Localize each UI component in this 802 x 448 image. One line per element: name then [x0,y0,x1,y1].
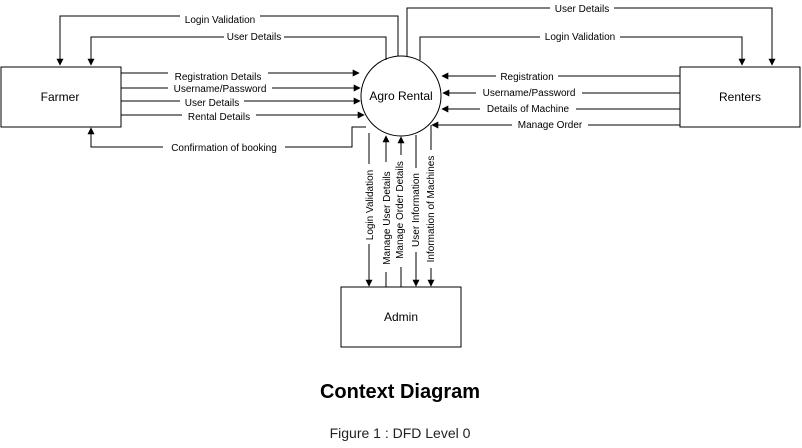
flow-farmer-user-details-in: User Details [121,97,361,109]
farmer-label: Farmer [41,90,80,104]
diagram-title: Context Diagram [320,381,480,403]
flow-label: Manage User Details [382,171,393,264]
flow-admin-login-validation: Login Validation [364,133,376,287]
flow-admin-machine-info: Information of Machines [425,125,437,287]
flow-label: User Details [185,98,239,109]
flow-label: Login Validation [365,170,376,240]
renters-label: Renters [719,90,761,104]
flow-farmer-login-validation: Login Validation [56,13,399,66]
flow-renters-machine-details: Details of Machine [441,103,680,115]
flow-farmer-user-details-out: User Details [87,30,387,66]
flow-label: Information of Machines [426,156,437,263]
flow-label: Manage Order [518,120,583,131]
flow-label: User Details [555,4,609,15]
flow-label: Login Validation [545,32,615,43]
flow-label: Registration [500,72,553,83]
admin-label: Admin [384,310,418,324]
flow-label: Login Validation [185,15,255,26]
figure-caption: Figure 1 : DFD Level 0 [330,425,471,441]
flow-label: Manage Order Details [395,161,406,259]
flow-renters-user-details-out: User Details [406,2,776,66]
flow-admin-manage-user: Manage User Details [381,135,393,287]
flow-renters-login-validation: Login Validation [419,30,746,66]
flow-label: Rental Details [188,112,250,123]
farmer-entity: Farmer [0,66,122,128]
admin-entity: Admin [340,286,462,348]
flow-admin-user-info: User Information [410,135,422,287]
flow-label: Registration Details [175,72,262,83]
flow-farmer-confirmation: Confirmation of booking [87,126,366,154]
flow-renters-manage-order: Manage Order [431,119,680,131]
flow-label: Confirmation of booking [171,143,277,154]
flow-farmer-registration: Registration Details [121,69,360,83]
flow-renters-registration: Registration [441,70,680,83]
flow-farmer-username-password: Username/Password [121,83,361,95]
flow-label: User Information [411,173,422,247]
agro-rental-process: Agro Rental [360,55,442,137]
flow-renters-username-password: Username/Password [442,87,680,99]
renters-entity: Renters [679,66,801,128]
flow-admin-manage-order: Manage Order Details [394,136,406,287]
flow-label: Details of Machine [487,104,570,115]
flow-label: Username/Password [174,84,267,95]
agro-rental-label: Agro Rental [369,89,432,103]
flow-label: Username/Password [483,88,576,99]
flow-label: User Details [227,32,281,43]
flow-farmer-rental-details: Rental Details [121,111,365,123]
